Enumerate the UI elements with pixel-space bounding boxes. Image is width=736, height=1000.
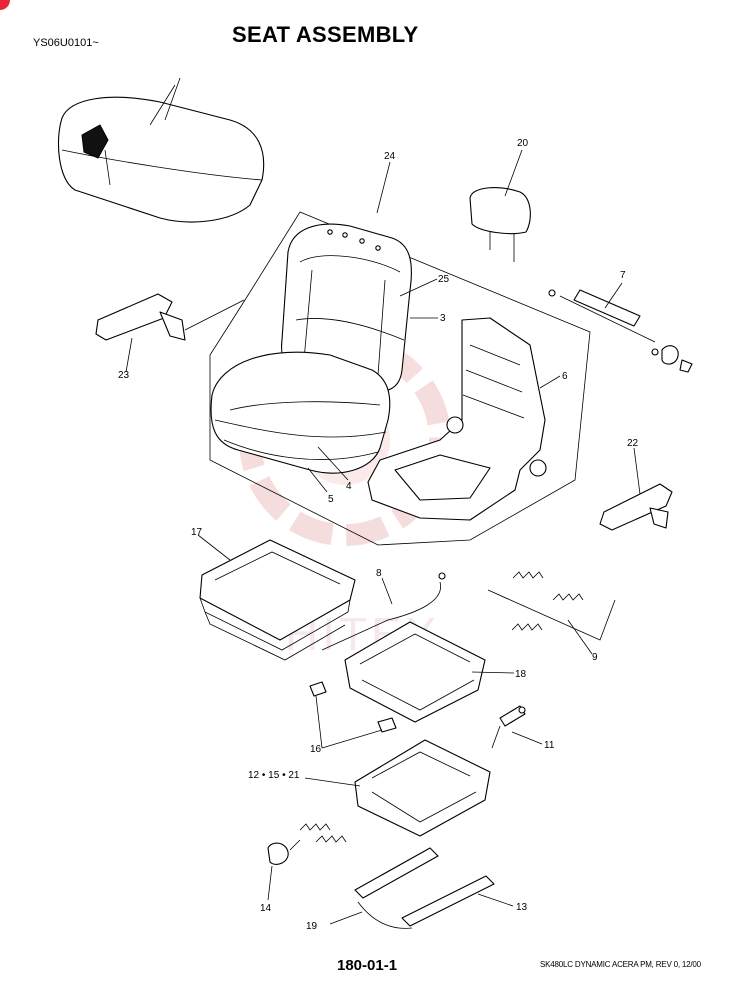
callout-23: 23	[118, 370, 130, 381]
slide-rails	[354, 847, 495, 929]
seat-back	[280, 223, 412, 392]
callout-4: 4	[346, 481, 352, 492]
callout-5: 5	[328, 494, 334, 505]
callout-16: 16	[310, 744, 322, 755]
callout-24: 24	[384, 151, 396, 162]
callout-25: 25	[438, 274, 450, 285]
suspension-cover	[199, 539, 356, 661]
callout-13: 13	[516, 902, 528, 913]
callout-3: 3	[440, 313, 446, 324]
callout-22: 22	[627, 438, 639, 449]
callout-8: 8	[376, 568, 382, 579]
shock-absorber	[491, 705, 526, 749]
cable	[321, 581, 441, 651]
callout-6: 6	[562, 371, 568, 382]
callout-17: 17	[191, 527, 203, 538]
callout-7: 7	[620, 270, 626, 281]
slide-rail-assembly	[344, 621, 486, 723]
callout-11: 11	[544, 740, 555, 751]
callout-18: 18	[515, 669, 527, 680]
corner-marker	[0, 0, 10, 10]
seat-frame	[367, 317, 547, 521]
armrest-right	[599, 483, 673, 531]
stopper	[377, 717, 397, 733]
suspension-mechanism	[354, 739, 491, 837]
page-title: SEAT ASSEMBLY	[232, 22, 419, 47]
document-reference: SK480LC DYNAMIC ACERA PM, REV 0, 12/00	[540, 960, 701, 969]
headrest	[469, 187, 531, 262]
callout-20: 20	[517, 138, 529, 149]
callout-19: 19	[306, 921, 318, 932]
adjust-knob	[267, 823, 347, 865]
springs	[487, 571, 616, 641]
lever-kit	[548, 289, 693, 373]
leader-lines	[125, 149, 641, 925]
seat-assembly-outline	[209, 211, 591, 546]
stopper	[309, 681, 327, 697]
page-number: 180-01-1	[337, 957, 398, 974]
document-code: YS06U0101~	[33, 37, 99, 49]
seat-cushion	[210, 351, 391, 474]
callout-14: 14	[260, 903, 272, 914]
cab-location-thumbnail	[57, 77, 265, 223]
callout-12-15-21: 12 • 15 • 21	[248, 770, 300, 781]
armrest-left	[95, 293, 245, 341]
callout-9: 9	[592, 652, 598, 663]
